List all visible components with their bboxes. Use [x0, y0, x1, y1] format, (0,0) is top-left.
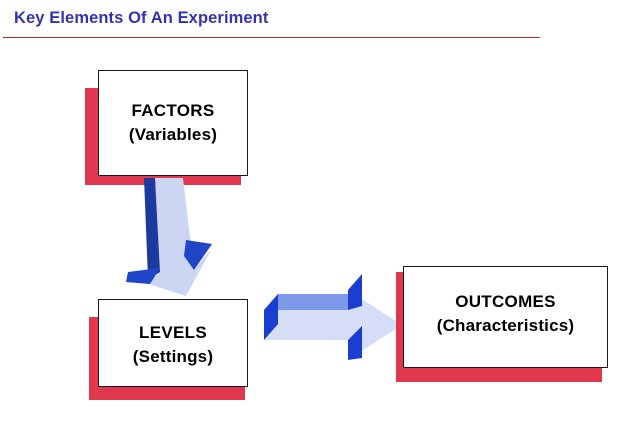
- levels-box-subtitle: (Settings): [132, 347, 214, 366]
- outcomes-box-subtitle: (Characteristics): [436, 316, 575, 335]
- title-divider: [3, 37, 540, 38]
- right-arrow-icon: [264, 274, 402, 360]
- levels-box-title: LEVELS: [139, 323, 207, 342]
- factors-box[interactable]: FACTORS (Variables): [98, 70, 248, 176]
- levels-box[interactable]: LEVELS (Settings): [98, 299, 248, 387]
- outcomes-box-title: OUTCOMES: [455, 292, 556, 311]
- factors-box-title: FACTORS: [131, 101, 215, 120]
- factors-box-subtitle: (Variables): [128, 125, 218, 144]
- outcomes-box[interactable]: OUTCOMES (Characteristics): [403, 266, 608, 368]
- page-title: Key Elements Of An Experiment: [14, 9, 269, 27]
- down-arrow-icon: [126, 178, 212, 296]
